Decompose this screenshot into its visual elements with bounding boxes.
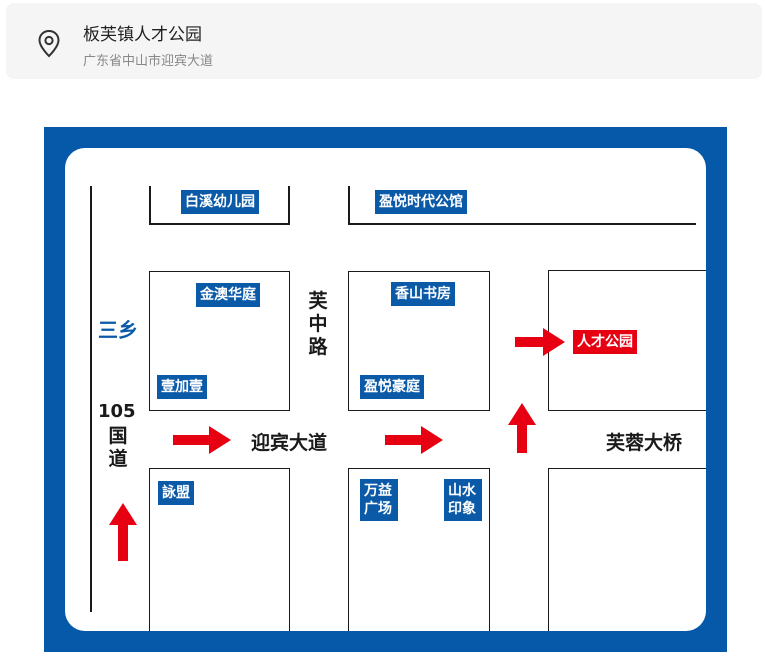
label-yingyue-haoting: 盈悦豪庭 <box>360 375 424 399</box>
location-address: 广东省中山市迎宾大道 <box>83 54 214 69</box>
label-yingyue-shidai: 盈悦时代公馆 <box>375 190 467 214</box>
label-xiangshan-shufang: 香山书房 <box>391 282 455 306</box>
label-rencai-park: 人才公园 <box>573 330 637 354</box>
block-bottom-center <box>348 468 490 631</box>
road-105-line <box>90 186 92 612</box>
block-top-left-edge <box>149 186 151 225</box>
label-yongmeng: 詠盟 <box>158 481 194 505</box>
label-shanshui-yinxiang: 山水印象 <box>444 479 482 521</box>
arrow-right-icon <box>385 426 443 454</box>
label-route-105: 国道 <box>108 425 128 470</box>
arrow-right-icon <box>173 426 231 454</box>
location-pin-icon <box>38 29 60 58</box>
label-furong-bridge: 芙蓉大桥 <box>606 432 683 454</box>
arrow-right-icon <box>515 328 565 356</box>
label-yijiayi: 壹加壹 <box>157 375 207 399</box>
block-top-left-bottom <box>149 223 290 225</box>
location-name: 板芙镇人才公园 <box>83 25 202 45</box>
map-canvas: 白溪幼儿园 盈悦时代公馆 金澳华庭 壹加壹 香山书房 盈悦豪庭 人才公园 詠盟 … <box>65 148 706 631</box>
arrow-up-icon <box>508 403 536 453</box>
label-sanxiang: 三乡 <box>98 318 138 342</box>
block-bottom-right <box>548 468 706 631</box>
block-mid-center <box>348 271 490 411</box>
location-card[interactable]: 板芙镇人才公园 广东省中山市迎宾大道 <box>6 3 762 79</box>
label-route-105-number: 105 <box>98 401 136 422</box>
label-wanyi-plaza: 万益广场 <box>360 479 398 521</box>
block-top-right-bottom <box>348 223 696 225</box>
block-bottom-left <box>149 468 290 631</box>
label-yingbin-avenue: 迎宾大道 <box>251 432 328 454</box>
label-jinao-huating: 金澳华庭 <box>196 283 260 307</box>
label-baixi-kindergarten: 白溪幼儿园 <box>181 190 259 214</box>
map-image: 白溪幼儿园 盈悦时代公馆 金澳华庭 壹加壹 香山书房 盈悦豪庭 人才公园 詠盟 … <box>44 127 727 652</box>
block-top-right-edge <box>348 186 350 225</box>
block-mid-left <box>149 271 290 411</box>
arrow-up-icon <box>109 503 137 561</box>
block-top-left-right <box>288 186 290 225</box>
label-furong-road: 芙中路 <box>308 290 328 358</box>
